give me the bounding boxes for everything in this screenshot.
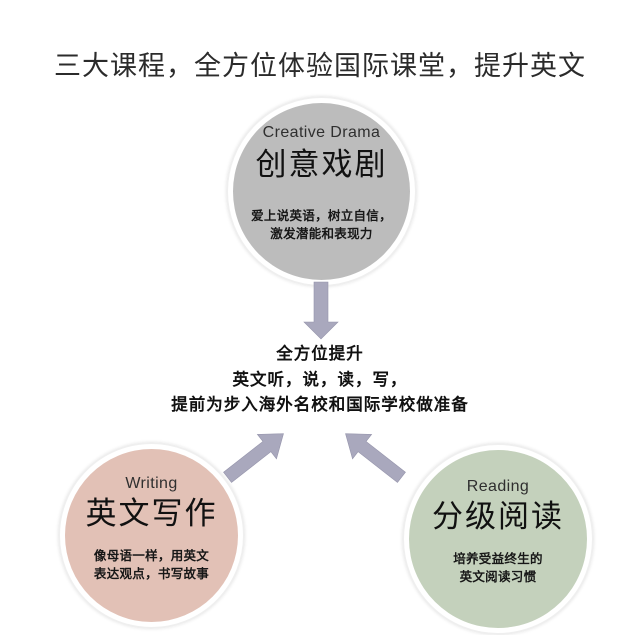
circle-ring	[58, 442, 245, 629]
circle-english-label: Creative Drama	[262, 124, 381, 141]
circle-description: 爱上说英语，树立自信， 激发潜能和表现力	[251, 207, 392, 243]
circle-description-line-2: 激发潜能和表现力	[270, 227, 373, 242]
circle-ring	[402, 443, 594, 635]
center-summary-line-1: 全方位提升	[276, 345, 364, 363]
arrow-up-left-icon	[345, 433, 406, 483]
arrow-down-icon	[303, 281, 339, 340]
circle-description-line-2: 英文阅读习惯	[459, 570, 537, 585]
circle-description: 培养受益终生的 英文阅读习惯	[453, 550, 543, 586]
center-summary: 全方位提升 英文听，说，读，写， 提前为步入海外名校和国际学校做准备	[0, 342, 640, 419]
center-summary-line-3: 提前为步入海外名校和国际学校做准备	[171, 396, 469, 415]
circle-description-line-1: 像母语一样，用英文	[93, 549, 210, 564]
circle-description-line-1: 培养受益终生的	[453, 552, 543, 567]
circle-reading[interactable]: Reading 分级阅读 培养受益终生的 英文阅读习惯	[402, 443, 594, 635]
arrow-up-right-icon	[223, 433, 284, 483]
circle-chinese-title: 英文写作	[85, 496, 218, 531]
circle-english-label: Writing	[125, 475, 178, 492]
center-summary-line-2: 英文听，说，读，写，	[232, 370, 408, 389]
circle-description: 像母语一样，用英文 表达观点，书写故事	[94, 547, 209, 583]
circle-description-line-2: 表达观点，书写故事	[93, 567, 210, 582]
circle-creative-drama[interactable]: Creative Drama 创意戏剧 爱上说英语，树立自信， 激发潜能和表现力	[226, 96, 417, 287]
circle-english-label: Reading	[466, 478, 530, 495]
circle-description-line-1: 爱上说英语，树立自信，	[251, 209, 392, 224]
circle-writing[interactable]: Writing 英文写作 像母语一样，用英文 表达观点，书写故事	[58, 442, 245, 629]
circle-chinese-title: 分级阅读	[432, 499, 564, 534]
circle-chinese-title: 创意戏剧	[255, 147, 388, 182]
page-title: 三大课程，全方位体验国际课堂，提升英文	[54, 51, 586, 81]
